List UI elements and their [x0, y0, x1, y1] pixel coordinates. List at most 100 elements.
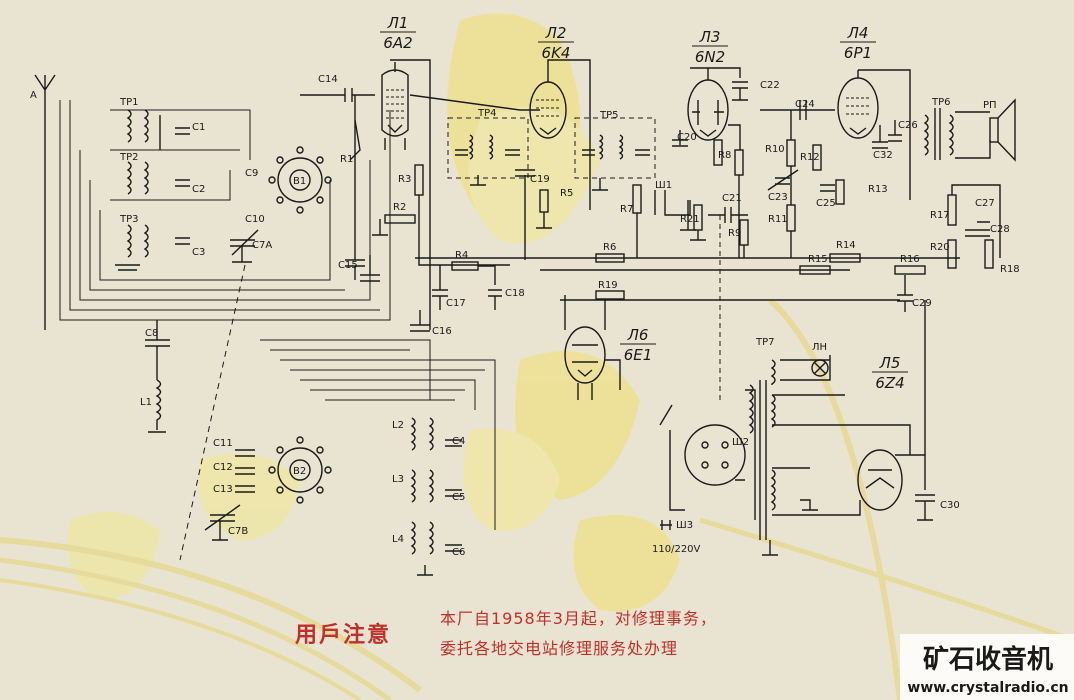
label-r14: R14	[836, 240, 856, 251]
label-tp7: TP7	[755, 337, 775, 348]
label-c29: C29	[912, 298, 932, 309]
label-r15: R15	[808, 254, 828, 265]
label-c24: C24	[795, 99, 815, 110]
antenna-label: A	[30, 90, 37, 101]
label-c19: C19	[530, 174, 550, 185]
label-c16: C16	[432, 326, 452, 337]
tp5-block	[574, 117, 656, 179]
label-l2: L2	[392, 420, 404, 431]
label-c15: C15	[338, 260, 358, 271]
tube-l4-symbol	[837, 70, 879, 139]
label-c5: C5	[452, 492, 465, 503]
label-c27: C27	[975, 198, 995, 209]
user-notice: 用戶注意 本厂自1958年3月起，对修理事务， 委托各地交电站修理服务处办理	[295, 609, 716, 658]
label-c21: C21	[722, 193, 742, 204]
tp3-coil	[115, 224, 190, 271]
label-c32: C32	[873, 150, 893, 161]
label-c20: C20	[677, 132, 697, 143]
component-labels: A TP1 TP2 TP3 TP4 TP5 TP6 TP7 C1 C2 C3 C…	[30, 74, 1020, 558]
tp1-coil	[126, 109, 190, 150]
tube-l5-name: Л5	[879, 354, 901, 372]
label-r20: R20	[930, 242, 950, 253]
label-r17: R17	[930, 210, 950, 221]
label-c18: C18	[505, 288, 525, 299]
label-c3: C3	[192, 247, 205, 258]
tube-l4-name: Л4	[847, 24, 869, 42]
band-switch-b2	[268, 436, 332, 504]
label-r11: R11	[768, 214, 788, 225]
label-c7b: C7B	[228, 526, 248, 537]
label-r1: R1	[340, 154, 353, 165]
label-l3: L3	[392, 474, 404, 485]
wiring	[34, 59, 1016, 576]
tube-l2-type: 6K4	[542, 44, 571, 62]
tube-l2-symbol	[529, 70, 567, 139]
label-c22: C22	[760, 80, 780, 91]
tp4-block	[447, 117, 529, 186]
label-c25: C25	[816, 198, 836, 209]
l3-coil	[410, 469, 462, 503]
label-b1: B1	[293, 176, 306, 187]
label-r21: R21	[680, 214, 700, 225]
pilot-lamp-symbol	[811, 359, 829, 377]
tube-l6-name: Л6	[627, 326, 649, 344]
label-tp5: TP5	[599, 110, 619, 121]
label-b2: B2	[293, 466, 306, 477]
watermark: 矿石收音机 www.crystalradio.cn	[900, 634, 1074, 700]
label-r9: R9	[728, 228, 741, 239]
background-decoration	[0, 13, 1074, 700]
label-r4: R4	[455, 250, 468, 261]
label-r16: R16	[900, 254, 920, 265]
label-c6: C6	[452, 547, 465, 558]
label-r18: R18	[1000, 264, 1020, 275]
band-switch-b1	[268, 146, 332, 214]
label-c30: C30	[940, 500, 960, 511]
tube-l3-name: Л3	[699, 28, 721, 46]
l4-coil	[410, 521, 462, 576]
label-pilot-lamp: ЛН	[812, 342, 827, 353]
l2-coil	[410, 417, 462, 451]
notice-line-2: 委托各地交电站修理服务处办理	[440, 639, 678, 658]
tube-l1-name: Л1	[387, 14, 409, 32]
tube-l3-symbol	[687, 68, 729, 141]
label-sh1: Ш1	[655, 180, 672, 191]
tube-l5-type: 6Z4	[875, 374, 904, 392]
label-r12: R12	[800, 152, 820, 163]
label-l1: L1	[140, 397, 152, 408]
label-c8: C8	[145, 328, 158, 339]
label-c12: C12	[213, 462, 233, 473]
tp2-coil	[126, 161, 190, 195]
label-c1: C1	[192, 122, 205, 133]
label-tp3: TP3	[119, 214, 139, 225]
label-tp1: TP1	[119, 97, 139, 108]
label-r19: R19	[598, 280, 618, 291]
watermark-title: 矿石收音机	[923, 644, 1053, 675]
voltage-selector-socket	[659, 404, 746, 486]
label-r10: R10	[765, 144, 785, 155]
tube-l5-symbol	[857, 449, 903, 511]
label-r3: R3	[398, 174, 411, 185]
label-c23: C23	[768, 192, 788, 203]
label-r8: R8	[718, 150, 731, 161]
label-tp6: TP6	[931, 97, 951, 108]
notice-title: 用戶注意	[295, 622, 391, 648]
tube-l6-type: 6E1	[624, 346, 653, 364]
l1-coil	[145, 320, 170, 433]
tp6-output-transformer	[923, 108, 991, 160]
label-tp2: TP2	[119, 152, 139, 163]
label-r7: R7	[620, 204, 633, 215]
label-c11: C11	[213, 438, 233, 449]
label-c28: C28	[990, 224, 1010, 235]
speaker-symbol	[989, 98, 1016, 162]
label-c26: C26	[898, 120, 918, 131]
label-c2: C2	[192, 184, 205, 195]
tube-labels: Л1 6A2 Л2 6K4 Л3 6N2 Л4 6P1 Л5 6Z4 Л6 6E…	[380, 14, 908, 392]
label-l4: L4	[392, 534, 404, 545]
tube-l2-name: Л2	[545, 24, 567, 42]
label-c9: C9	[245, 168, 258, 179]
label-c14: C14	[318, 74, 338, 85]
label-r6: R6	[603, 242, 616, 253]
tp7-power-transformer	[748, 355, 911, 540]
watermark-url: www.crystalradio.cn	[907, 680, 1068, 696]
label-sh3: Ш3	[676, 520, 693, 531]
